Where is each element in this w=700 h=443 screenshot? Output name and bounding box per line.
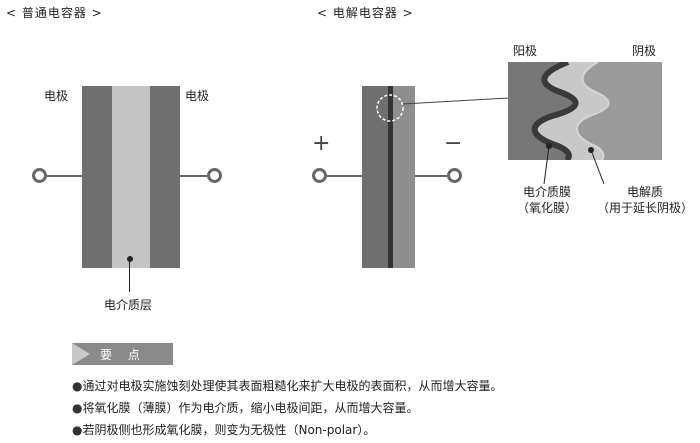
- key-point-2-text: 将氧化膜（薄膜）作为电介质，缩小电极间距，从而增大容量。: [82, 401, 419, 415]
- right-lead-wire: [180, 175, 210, 177]
- banner-arrow-icon: [72, 343, 90, 365]
- key-point-3-text: 若阴极侧也形成氧化膜，则变为无极性（Non-polar）。: [82, 423, 376, 437]
- plus-symbol: +: [312, 131, 331, 156]
- zoomed-detail: [508, 62, 662, 160]
- magnifier-leader-line: [402, 97, 509, 105]
- zoom-electrolyte-boundary: [576, 62, 610, 160]
- anode-terminal: [312, 168, 327, 183]
- dielectric-pointer-dot: [127, 256, 133, 262]
- minus-symbol: −: [444, 131, 463, 156]
- bullet-icon: ●: [72, 379, 83, 393]
- oxide-label: 电介质膜 （氧化膜）: [512, 184, 582, 216]
- magnifier-circle: [376, 94, 404, 122]
- left-electrode-plate: [82, 86, 112, 268]
- electrolyte-label: 电解质 （用于延长阴极）: [592, 184, 698, 216]
- key-point-1: ●通过对电极实施蚀刻处理使其表面粗糙化来扩大电极的表面积，从而增大容量。: [72, 377, 503, 399]
- right-electrode-label: 电极: [185, 89, 210, 103]
- oxide-pointer-line: [543, 145, 550, 185]
- dielectric-pointer-line: [129, 258, 130, 292]
- key-point-2: ●将氧化膜（薄膜）作为电介质，缩小电极间距，从而增大容量。: [72, 399, 503, 421]
- right-terminal: [207, 168, 222, 183]
- key-point-1-text: 通过对电极实施蚀刻处理使其表面粗糙化来扩大电极的表面积，从而增大容量。: [82, 379, 503, 393]
- key-points-banner: 要 点: [72, 343, 173, 365]
- oxide-film: [388, 86, 393, 268]
- zoom-oxide-film: [531, 62, 579, 160]
- anode-label: 阳极: [513, 44, 538, 58]
- key-points-list: ●通过对电极实施蚀刻处理使其表面粗糙化来扩大电极的表面积，从而增大容量。 ●将氧…: [72, 377, 503, 443]
- bullet-icon: ●: [72, 401, 83, 415]
- anode-lead-wire: [327, 175, 362, 177]
- key-point-3: ●若阴极侧也形成氧化膜，则变为无极性（Non-polar）。: [72, 421, 503, 443]
- left-electrode-label: 电极: [44, 89, 69, 103]
- electrolyte-pointer-line: [590, 149, 605, 185]
- normal-capacitor-title: < 普通电容器 >: [6, 6, 103, 20]
- anode-plate: [362, 86, 388, 268]
- zoom-pointers: [543, 143, 605, 185]
- dielectric-label: 电介质层: [104, 298, 153, 312]
- left-lead-wire: [47, 175, 82, 177]
- dielectric-layer: [112, 86, 150, 268]
- electrolyte-label-line2: （用于延长阴极）: [596, 201, 693, 215]
- cathode-label: 阴极: [632, 44, 657, 58]
- oxide-label-line1: 电介质膜: [522, 185, 571, 199]
- oxide-label-line2: （氧化膜）: [516, 201, 577, 215]
- key-points-heading: 要 点: [100, 348, 146, 362]
- zoom-cathode-area: [577, 62, 662, 160]
- left-terminal: [32, 168, 47, 183]
- electrolytic-capacitor-title: < 电解电容器 >: [317, 6, 414, 20]
- bullet-icon: ●: [72, 423, 83, 437]
- cathode-lead-wire: [415, 175, 450, 177]
- magnifier-callout: [376, 94, 509, 122]
- cathode-terminal: [447, 168, 462, 183]
- electrolyte-layer: [393, 86, 415, 268]
- electrolyte-label-line1: 电解质: [626, 185, 663, 199]
- right-electrode-plate: [150, 86, 180, 268]
